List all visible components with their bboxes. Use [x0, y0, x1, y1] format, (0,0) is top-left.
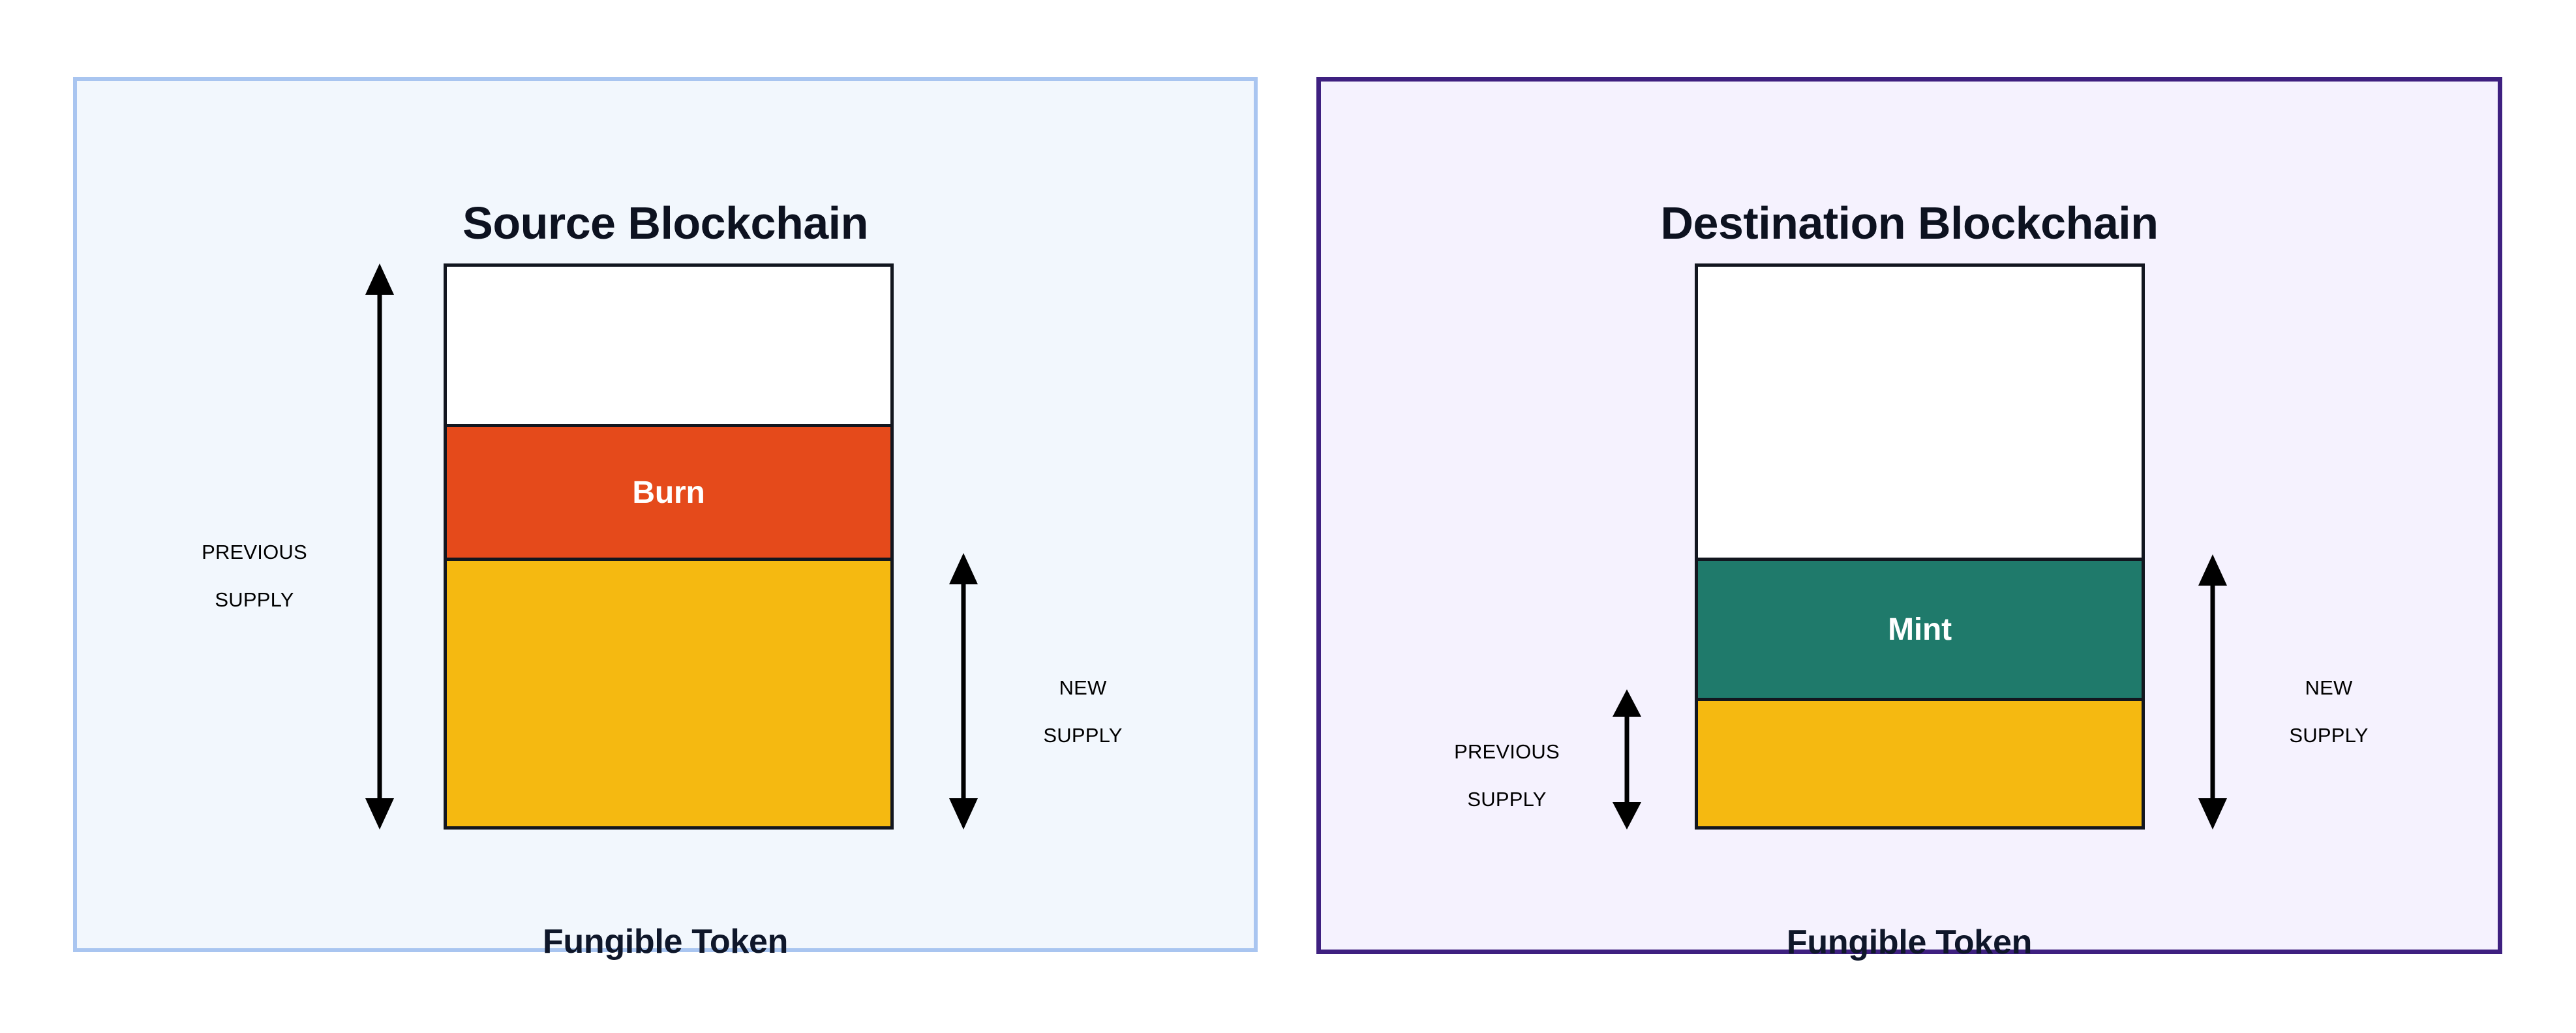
source-segment-burn: Burn: [447, 424, 890, 561]
source-previous-supply-label: PREVIOUS SUPPLY: [157, 516, 352, 636]
source-token-label: Fungible Token: [542, 923, 789, 961]
destination-previous-supply-label-line1: PREVIOUS: [1454, 740, 1560, 763]
source-previous-supply-label-line2: SUPPLY: [215, 588, 294, 611]
burn-label: Burn: [632, 475, 705, 510]
source-new-supply-arrow: [949, 553, 978, 830]
double-headed-arrow-icon: [365, 263, 394, 830]
source-previous-supply-label-line1: PREVIOUS: [202, 540, 307, 563]
destination-token-supply-bar: Mint: [1695, 263, 2145, 830]
source-segment-remaining-supply: [447, 561, 890, 826]
double-headed-arrow-icon: [2198, 554, 2227, 830]
destination-previous-supply-label-line2: SUPPLY: [1467, 787, 1547, 811]
source-token-supply-bar: Burn: [444, 263, 894, 830]
source-new-supply-label-line2: SUPPLY: [1043, 723, 1123, 747]
destination-new-supply-arrow: [2198, 554, 2227, 830]
destination-previous-supply-arrow: [1613, 689, 1641, 830]
source-panel-title: Source Blockchain: [462, 198, 868, 248]
mint-label: Mint: [1888, 612, 1952, 647]
destination-token-label: Fungible Token: [1786, 923, 2033, 961]
destination-new-supply-label: NEW SUPPLY: [2244, 652, 2414, 771]
source-previous-supply-arrow: [365, 263, 394, 830]
destination-segment-remaining-supply: [1698, 701, 2142, 826]
destination-segment-mint: Mint: [1698, 558, 2142, 701]
double-headed-arrow-icon: [1613, 689, 1641, 830]
double-headed-arrow-icon: [949, 553, 978, 830]
destination-panel-title: Destination Blockchain: [1660, 198, 2159, 248]
destination-new-supply-label-line1: NEW: [2305, 676, 2353, 699]
destination-previous-supply-label: PREVIOUS SUPPLY: [1409, 716, 1605, 835]
source-new-supply-label: NEW SUPPLY: [998, 652, 1168, 771]
destination-segment-headroom: [1698, 267, 2142, 558]
destination-new-supply-label-line2: SUPPLY: [2289, 723, 2369, 747]
source-new-supply-label-line1: NEW: [1059, 676, 1107, 699]
source-segment-headroom: [447, 267, 890, 424]
